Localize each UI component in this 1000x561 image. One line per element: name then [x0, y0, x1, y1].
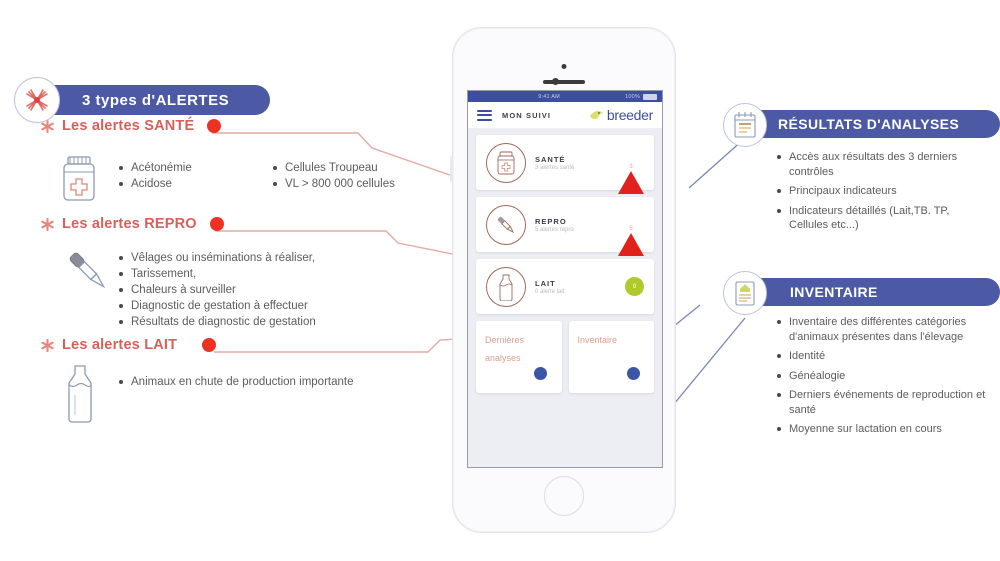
- spark-icon: [41, 217, 54, 231]
- badge-count: 3: [629, 163, 633, 170]
- list-item: Vêlages ou inséminations à réaliser,: [118, 250, 316, 266]
- hamburger-menu-icon[interactable]: [477, 107, 492, 123]
- section-header-repro: Les alertes REPRO: [40, 216, 224, 232]
- medicine-jar-icon: [486, 142, 526, 183]
- list-item: Animaux en chute de production important…: [118, 374, 353, 390]
- phone-screen: 9:41 AM 100% MON SUIVI breeder: [467, 90, 663, 468]
- status-badge-repro: 5: [618, 215, 644, 256]
- tile-label: Dernières analyses: [485, 335, 525, 363]
- connector-dot-lait: [202, 338, 217, 352]
- status-bar: 9:41 AM 100%: [468, 91, 662, 102]
- home-button[interactable]: [544, 476, 584, 516]
- bullets-resultats: Accès aux résultats des 3 derniers contr…: [776, 150, 991, 238]
- inventory-document-icon: [723, 271, 767, 315]
- milk-bottle-icon: [486, 266, 526, 307]
- tile-inventaire[interactable]: Inventaire: [568, 321, 654, 393]
- bullets-repro: Vêlages ou inséminations à réaliser, Tar…: [118, 250, 316, 330]
- breeder-bird-logo: [589, 110, 603, 119]
- resultats-banner: RÉSULTATS D'ANALYSES: [746, 110, 1000, 138]
- alert-cards-list: SANTÉ 3 alertes santé 3: [468, 128, 662, 314]
- medicine-jar-icon: [56, 152, 102, 209]
- ok-circle-icon: 0: [625, 277, 644, 296]
- bullets-inventaire: Inventaire des différentes catégories d'…: [776, 315, 991, 442]
- earpiece-speaker: [543, 80, 585, 84]
- warning-triangle-icon: [618, 153, 644, 194]
- tile-label: Inventaire: [577, 335, 618, 345]
- status-badge-lait: 0: [625, 277, 644, 296]
- card-subtitle: 3 alertes santé: [535, 164, 575, 171]
- alerts-banner-title: 3 types d'ALERTES: [82, 91, 230, 109]
- siren-alert-icon: [14, 77, 60, 123]
- phone-mockup: 9:41 AM 100% MON SUIVI breeder: [450, 27, 676, 533]
- alerts-banner: 3 types d'ALERTES: [40, 85, 270, 115]
- list-item: Indicateurs détaillés (Lait,TB. TP, Cell…: [776, 204, 991, 233]
- card-title: SANTÉ: [535, 154, 566, 164]
- status-battery-text: 100%: [625, 93, 640, 100]
- list-item: Inventaire des différentes catégories d'…: [776, 315, 991, 344]
- inventaire-banner: INVENTAIRE: [746, 278, 1000, 306]
- nav-title: MON SUIVI: [502, 110, 552, 120]
- right-panel: RÉSULTATS D'ANALYSES Accès aux résultats…: [700, 0, 1000, 561]
- battery-icon: [643, 93, 657, 100]
- card-text-sante: SANTÉ 3 alertes santé: [535, 155, 574, 171]
- spark-icon: [41, 338, 54, 352]
- inventaire-banner-title: INVENTAIRE: [790, 284, 878, 300]
- left-panel: 3 types d'ALERTES Les alertes SANTÉ: [0, 0, 470, 561]
- connector-dot-sante: [207, 119, 222, 133]
- bullets-sante-col2: Cellules Troupeau VL > 800 000 cellules: [272, 160, 395, 192]
- status-badge-sante: 3: [618, 153, 644, 194]
- quick-tiles: Dernières analyses Inventaire: [468, 321, 662, 393]
- warning-triangle-icon: [618, 215, 644, 256]
- pipette-icon: [62, 245, 114, 302]
- list-item: Acidose: [118, 176, 192, 192]
- card-title: LAIT: [535, 278, 556, 288]
- list-item: Tarissement,: [118, 266, 316, 282]
- spark-icon: [41, 119, 54, 133]
- list-item: Résultats de diagnostic de gestation: [118, 314, 316, 330]
- milk-bottle-icon: [62, 363, 98, 430]
- list-item: Généalogie: [776, 369, 991, 384]
- list-item: Cellules Troupeau: [272, 160, 395, 176]
- card-subtitle: 5 alertes repro: [535, 226, 574, 233]
- badge-count: 5: [629, 225, 633, 232]
- section-header-sante: Les alertes SANTÉ: [40, 118, 222, 134]
- section-title-lait: Les alertes LAIT: [62, 337, 178, 353]
- list-item: Accès aux résultats des 3 derniers contr…: [776, 150, 991, 179]
- card-title: REPRO: [535, 216, 567, 226]
- connector-dot-repro: [209, 217, 224, 231]
- breeder-logo: breeder: [589, 107, 653, 123]
- status-time: 9:41 AM: [538, 93, 560, 100]
- list-item: VL > 800 000 cellules: [272, 176, 395, 192]
- bullets-sante-col1: Acétonémie Acidose: [118, 160, 192, 192]
- card-text-lait: LAIT 0 alerte lait: [535, 279, 564, 295]
- tile-dernieres-analyses[interactable]: Dernières analyses: [476, 321, 562, 393]
- tile-dot: [534, 367, 547, 380]
- card-repro[interactable]: REPRO 5 alertes repro 5: [476, 197, 654, 256]
- card-text-repro: REPRO 5 alertes repro: [535, 217, 574, 233]
- brand-name: breeder: [606, 107, 653, 123]
- front-sensor-icon: [561, 64, 567, 69]
- section-title-sante: Les alertes SANTÉ: [62, 118, 195, 134]
- list-item: Derniers événements de reproduction et s…: [776, 388, 991, 417]
- tile-dot: [626, 367, 640, 380]
- pipette-icon: [486, 204, 526, 245]
- list-item: Diagnostic de gestation à effectuer: [118, 298, 316, 314]
- card-sante[interactable]: SANTÉ 3 alertes santé 3: [476, 135, 654, 194]
- list-item: Acétonémie: [118, 160, 192, 176]
- list-item: Chaleurs à surveiller: [118, 282, 316, 298]
- card-lait[interactable]: LAIT 0 alerte lait 0: [476, 259, 654, 314]
- list-item: Identité: [776, 349, 991, 364]
- analysis-report-icon: [723, 103, 767, 147]
- app-navbar: MON SUIVI breeder: [468, 102, 662, 128]
- resultats-banner-title: RÉSULTATS D'ANALYSES: [778, 116, 960, 132]
- bullets-lait: Animaux en chute de production important…: [118, 374, 353, 390]
- section-title-repro: Les alertes REPRO: [62, 216, 197, 232]
- card-subtitle: 0 alerte lait: [535, 288, 565, 295]
- section-header-lait: Les alertes LAIT: [40, 337, 217, 353]
- list-item: Moyenne sur lactation en cours: [776, 422, 991, 437]
- list-item: Principaux indicateurs: [776, 184, 991, 199]
